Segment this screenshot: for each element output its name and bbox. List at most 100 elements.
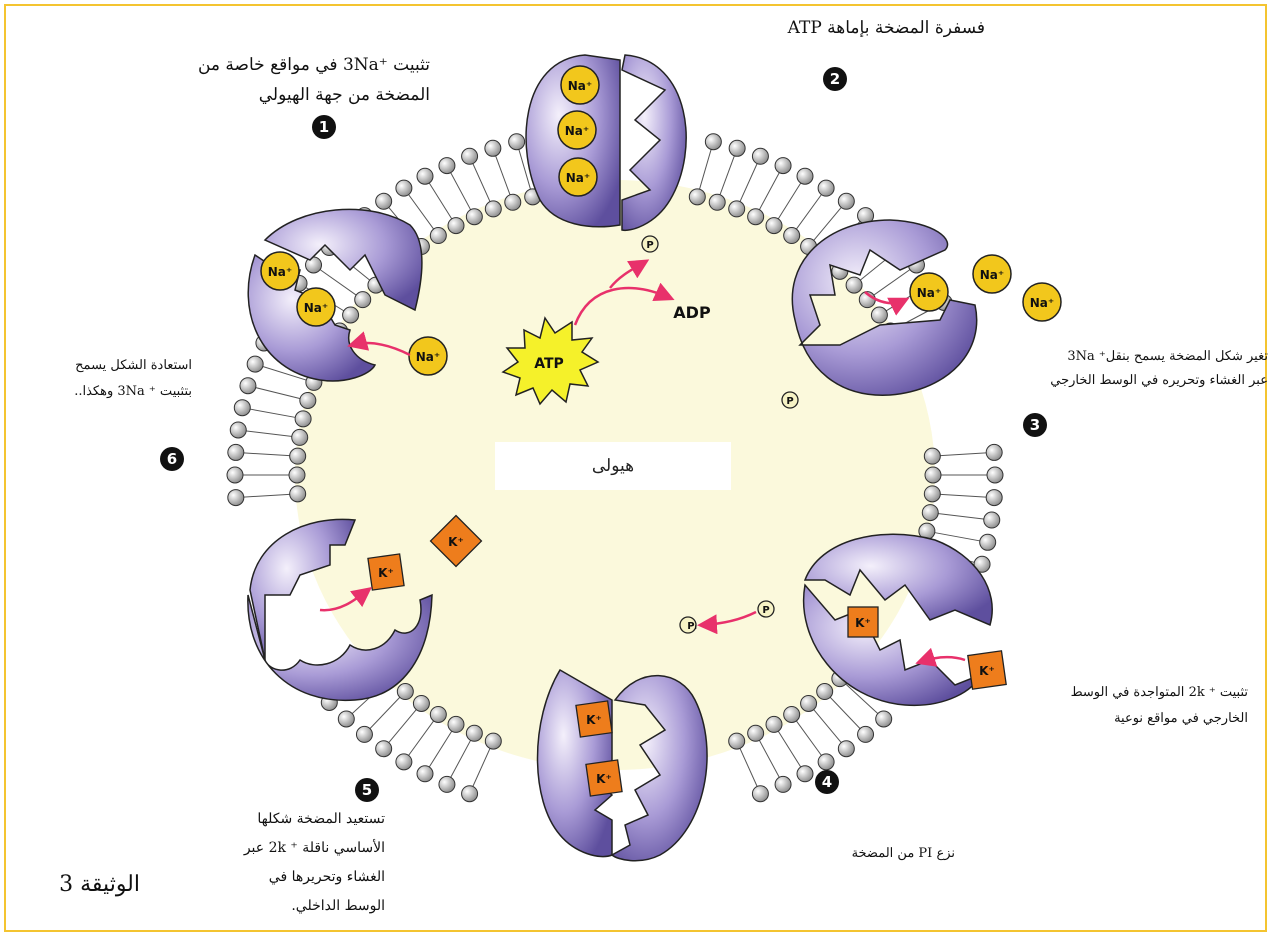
lipid-head <box>729 201 745 217</box>
step-2-text: فسفرة المضخة بإماهة ATP <box>715 18 985 38</box>
lipid-head <box>448 218 464 234</box>
lipid-head <box>980 534 996 550</box>
lipid-tail <box>717 148 737 202</box>
lipid-tail <box>932 452 994 456</box>
lipid-head <box>448 716 464 732</box>
step-6-text: استعادة الشكل يسمح بتثبيت ⁺ 3Na وهكذا.. <box>20 353 192 405</box>
lipid-tail <box>248 386 308 401</box>
lipid-head <box>417 168 433 184</box>
lipid-head <box>817 684 833 700</box>
lipid-head <box>289 467 305 483</box>
lipid-head <box>466 209 482 225</box>
lipid-head <box>984 512 1000 528</box>
k-label: K⁺ <box>979 664 995 678</box>
lipid-tail <box>930 513 991 520</box>
na-label: Na⁺ <box>268 265 292 279</box>
lipid-head <box>376 193 392 209</box>
lipid-head <box>290 448 306 464</box>
lipid-head <box>818 754 834 770</box>
lipid-head <box>396 754 412 770</box>
lipid-tail <box>809 703 847 748</box>
lipid-tail <box>470 156 494 209</box>
lipid-tail <box>242 408 303 419</box>
lipid-head <box>748 209 764 225</box>
lipid-tail <box>825 692 866 735</box>
lipid-head <box>485 201 501 217</box>
step-3-badge: 3 <box>1023 413 1047 437</box>
lipid-head <box>430 228 446 244</box>
na-label: Na⁺ <box>568 79 592 93</box>
step-6-line2: بتثبيت ⁺ 3Na وهكذا.. <box>20 379 192 405</box>
lipid-tail <box>493 148 513 202</box>
lipid-head <box>509 134 525 150</box>
lipid-tail <box>404 714 438 761</box>
lipid-head <box>846 277 862 293</box>
lipid-head <box>775 158 791 174</box>
lipid-head <box>376 741 392 757</box>
lipid-head <box>838 193 854 209</box>
step-1-line1: تثبيت ⁺3Na في مواقع خاصة من <box>120 50 430 80</box>
inorganic-phosphate-label: Pᵢ <box>687 621 697 632</box>
lipid-head <box>748 725 764 741</box>
lipid-head <box>396 180 412 196</box>
lipid-tail <box>238 430 299 437</box>
lipid-head <box>485 733 501 749</box>
step-6-badge: 6 <box>160 447 184 471</box>
lipid-head <box>775 776 791 792</box>
lipid-tail <box>236 494 298 498</box>
k-binding-line2: الخارجي في مواقع نوعية <box>1020 706 1248 732</box>
lipid-head <box>466 725 482 741</box>
lipid-head <box>430 706 446 722</box>
phosphate-label: P <box>762 605 769 616</box>
step-5-line3: الغشاء وتحريرها في <box>185 863 385 892</box>
step-5-text: تستعيد المضخة شكلها الأساسي ناقلة ⁺ 2k ع… <box>185 805 385 921</box>
lipid-head <box>343 307 359 323</box>
na-label: Na⁺ <box>566 171 590 185</box>
lipid-head <box>784 228 800 244</box>
lipid-tail <box>737 156 761 209</box>
lipid-tail <box>756 733 783 784</box>
lipid-head <box>924 448 940 464</box>
lipid-head <box>729 733 745 749</box>
step-3-line1: تغير شكل المضخة يسمح بنقل⁺ 3Na <box>1000 345 1268 369</box>
step-5-line2: الأساسي ناقلة ⁺ 2k عبر <box>185 834 385 863</box>
k-label: K⁺ <box>378 566 394 580</box>
lipid-head <box>355 292 371 308</box>
lipid-head <box>752 786 768 802</box>
step-5-badge: 5 <box>355 778 379 802</box>
lipid-tail <box>774 724 805 773</box>
lipid-head <box>766 218 782 234</box>
lipid-head <box>784 706 800 722</box>
step-1-text: تثبيت ⁺3Na في مواقع خاصة من المضخة من جه… <box>120 50 430 110</box>
phosphate-label: P <box>786 396 793 407</box>
lipid-head <box>462 148 478 164</box>
lipid-head <box>228 490 244 506</box>
lipid-head <box>838 741 854 757</box>
na-label: Na⁺ <box>917 286 941 300</box>
atp-label: ATP <box>534 356 564 372</box>
lipid-head <box>986 444 1002 460</box>
lipid-tail <box>792 714 826 761</box>
lipid-head <box>986 490 1002 506</box>
lipid-head <box>230 422 246 438</box>
cytoplasm-label: هيولى <box>495 442 731 490</box>
lipid-head <box>797 168 813 184</box>
step-3-line2: عبر الغشاء وتحريره في الوسط الخارجي <box>1000 369 1268 393</box>
lipid-head <box>439 776 455 792</box>
na-label: Na⁺ <box>980 268 1004 282</box>
lipid-head <box>709 194 725 210</box>
lipid-tail <box>447 733 474 784</box>
k-binding-arrow <box>920 657 965 662</box>
na-label: Na⁺ <box>304 301 328 315</box>
k-binding-line1: تثبيت ⁺ 2k المتواجدة في الوسط <box>1020 680 1248 706</box>
lipid-head <box>295 411 311 427</box>
k-label: K⁺ <box>596 772 612 786</box>
lipid-tail <box>792 188 826 235</box>
lipid-tail <box>470 741 494 794</box>
lipid-head <box>729 140 745 156</box>
k-label: K⁺ <box>448 535 464 549</box>
lipid-head <box>292 429 308 445</box>
lipid-tail <box>697 142 713 197</box>
lipid-tail <box>425 724 456 773</box>
na-label: Na⁺ <box>565 124 589 138</box>
